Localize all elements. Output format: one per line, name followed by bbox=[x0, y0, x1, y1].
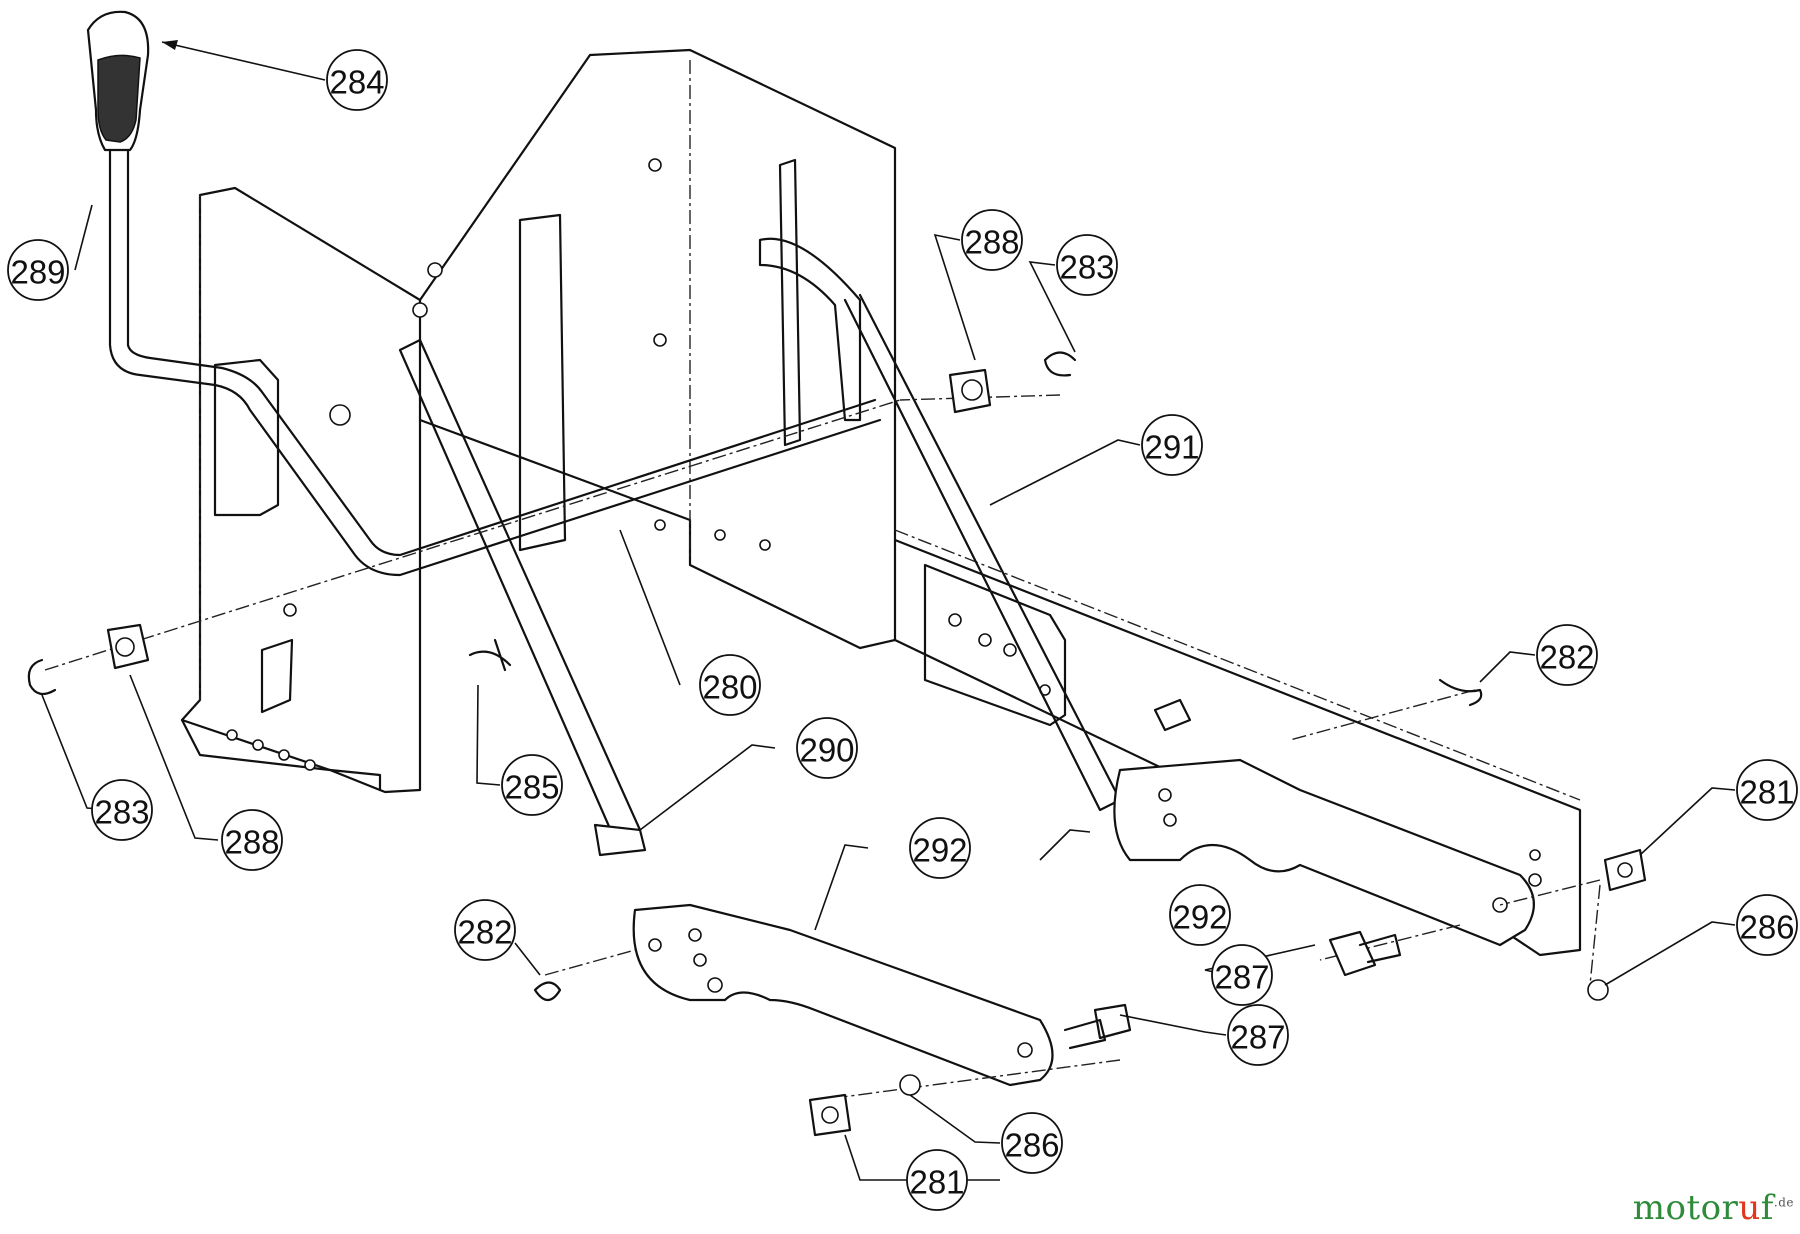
callout-label: 285 bbox=[504, 769, 559, 806]
callout-292-right: 292 bbox=[1169, 884, 1231, 946]
callout-label: 288 bbox=[224, 824, 279, 861]
callout-label: 292 bbox=[912, 832, 967, 869]
hairpin-285 bbox=[468, 638, 512, 672]
lift-rod bbox=[398, 338, 647, 857]
callout-282-right: 282 bbox=[1536, 624, 1598, 686]
watermark-text-right: f bbox=[1760, 1188, 1774, 1228]
e-clip-right bbox=[1043, 351, 1077, 377]
callout-289: 289 bbox=[7, 239, 69, 301]
callout-286-left: 286 bbox=[1001, 1112, 1063, 1174]
watermark-logo: motoruf.de bbox=[1633, 1188, 1794, 1228]
hairpin-282-left bbox=[533, 981, 562, 1002]
callout-286-right: 286 bbox=[1736, 894, 1798, 956]
watermark-suffix: .de bbox=[1773, 1195, 1794, 1210]
callout-label: 290 bbox=[799, 732, 854, 769]
e-clip-left bbox=[27, 658, 57, 696]
lift-bar-left bbox=[632, 903, 1054, 1087]
callout-292-left: 292 bbox=[909, 817, 971, 879]
callout-283-left: 283 bbox=[91, 779, 153, 841]
frame-plate-left bbox=[180, 186, 428, 794]
callout-label: 291 bbox=[1144, 429, 1199, 466]
callout-283-right: 283 bbox=[1056, 234, 1118, 296]
callout-label: 287 bbox=[1230, 1019, 1285, 1056]
washer-286-right bbox=[1587, 979, 1609, 1001]
callout-label: 284 bbox=[329, 64, 384, 101]
callout-label: 286 bbox=[1004, 1127, 1059, 1164]
pin-287-right bbox=[1328, 930, 1377, 977]
callout-label: 289 bbox=[10, 254, 65, 291]
callout-288-right: 288 bbox=[961, 209, 1023, 271]
callout-282-left: 282 bbox=[454, 899, 516, 961]
pin-287-left bbox=[1093, 1003, 1132, 1040]
callout-label: 282 bbox=[1539, 639, 1594, 676]
callout-label: 281 bbox=[1739, 774, 1794, 811]
callout-label: 280 bbox=[702, 669, 757, 706]
callout-281-right: 281 bbox=[1736, 759, 1798, 821]
callout-291: 291 bbox=[1141, 414, 1203, 476]
callout-290: 290 bbox=[796, 717, 858, 779]
watermark-text-accent: u bbox=[1738, 1188, 1761, 1228]
hairpin-282-right bbox=[1438, 678, 1483, 707]
callout-label: 286 bbox=[1739, 909, 1794, 946]
callout-285: 285 bbox=[501, 754, 563, 816]
watermark-text-left: motor bbox=[1632, 1188, 1739, 1228]
callout-label: 282 bbox=[457, 914, 512, 951]
lift-bar-right bbox=[1113, 758, 1535, 947]
callout-280: 280 bbox=[699, 654, 761, 716]
hardware bbox=[27, 351, 1647, 1137]
callout-label: 292 bbox=[1172, 899, 1227, 936]
callout-288-left: 288 bbox=[221, 809, 283, 871]
callout-label: 283 bbox=[1059, 249, 1114, 286]
callout-287-right: 287 bbox=[1211, 944, 1273, 1006]
shift-lever bbox=[86, 10, 882, 577]
callout-label: 288 bbox=[964, 224, 1019, 261]
washer-286-left bbox=[899, 1074, 921, 1096]
callout-284: 284 bbox=[326, 49, 388, 111]
callout-label: 281 bbox=[909, 1164, 964, 1201]
callout-label: 287 bbox=[1214, 959, 1269, 996]
callout-281-left: 281 bbox=[906, 1149, 968, 1211]
callout-label: 283 bbox=[94, 794, 149, 831]
frame-side-rail bbox=[893, 529, 1582, 957]
lift-link-right bbox=[758, 237, 1122, 812]
callout-287-left: 287 bbox=[1227, 1004, 1289, 1066]
